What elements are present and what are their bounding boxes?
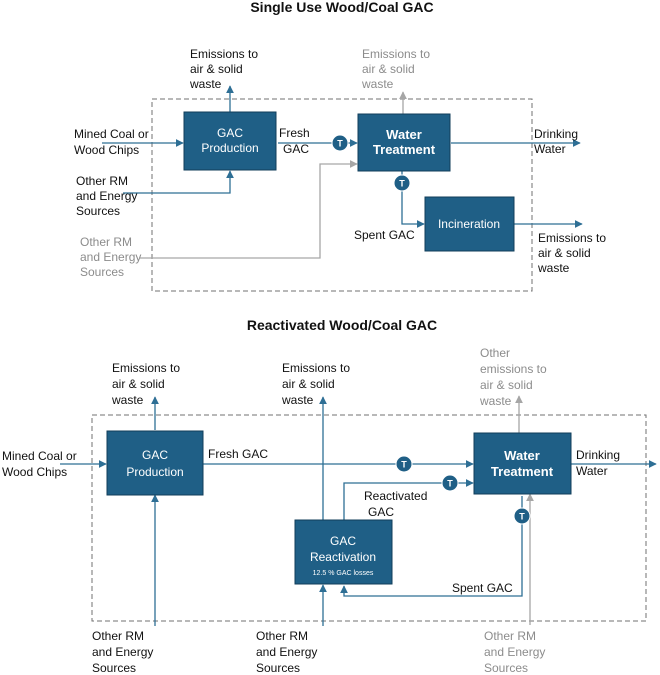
top-gac-production-label-1: GAC [217,126,243,140]
top-incineration-label: Incineration [438,217,500,231]
top-t-node-fresh-label: T [337,139,343,149]
bottom-other-rm-1-line1: Other RM [92,629,144,643]
bottom-drinking-water-2: Water [576,464,608,478]
bottom-reactivated-gac-flow [343,479,474,520]
bottom-other-emissions-3: air & solid [480,378,533,392]
bottom-other-rm-2-line3: Sources [256,661,300,675]
top-fresh-gac-1: Fresh [279,126,310,140]
bottom-t-node-reactivated [441,474,459,492]
bottom-gac-production-box [106,430,204,496]
bottom-gac-production-label-1: GAC [142,448,168,462]
bottom-emissions-production-1: Emissions to [112,361,180,375]
bottom-t-node-fresh [395,455,413,473]
bottom-water-treatment-label-1: Water [504,448,540,463]
top-other-rm-1: Other RM [76,174,128,188]
top-mined-coal-1: Mined Coal or [74,127,149,141]
bottom-spent-gac-flow [340,496,523,597]
bottom-mined-coal-2: Wood Chips [2,465,67,479]
top-gray-rm-1: Other RM [80,235,132,249]
top-system-boundary [151,98,533,292]
top-t-node-fresh [331,134,349,152]
bottom-gac-reactivation-box [294,519,393,585]
top-t-node-spent-label: T [399,179,405,189]
bottom-mined-coal-1: Mined Coal or [2,449,77,463]
bottom-fresh-gac: Fresh GAC [208,447,268,461]
top-rm-flow [123,170,234,194]
bottom-other-emissions-1: Other [480,346,510,360]
bottom-reactivation-losses: 12.5 % GAC losses [313,570,374,577]
bottom-t-node-fresh-label: T [401,460,407,470]
top-other-rm-3: Sources [76,204,120,218]
top-gac-production-box [183,111,277,171]
top-emissions-production-1: Emissions to [190,47,258,61]
top-gac-production-label-2: Production [201,141,258,155]
bottom-reactivated-gac-2: GAC [368,505,394,519]
top-spent-gac: Spent GAC [354,228,415,242]
bottom-system-boundary [91,414,647,622]
bottom-emissions-reactivation-2: air & solid [282,377,335,391]
top-emissions-incineration-2: air & solid [538,246,591,260]
top-gray-rm-flow [140,160,358,259]
top-emissions-incineration-3: waste [537,261,570,275]
top-emissions-production-2: air & solid [190,62,243,76]
top-other-rm-2: and Energy [76,189,137,203]
bottom-other-rm-1-line3: Sources [92,661,136,675]
bottom-other-rm-3-line3: Sources [484,661,528,675]
bottom-other-rm-3-line2: and Energy [484,645,545,659]
bottom-other-rm-2-line1: Other RM [256,629,308,643]
bottom-gac-reactivation-label-2: Reactivation [310,550,376,564]
top-water-treatment-box [357,113,451,172]
bottom-t-node-reactivated-label: T [447,479,453,489]
top-gray-rm-2: and Energy [80,250,141,264]
top-emissions-treatment-1: Emissions to [362,47,430,61]
bottom-emissions-production-2: air & solid [112,377,165,391]
top-emissions-treatment-3: waste [361,77,394,91]
bottom-other-emissions-2: emissions to [480,362,547,376]
top-water-treatment-label-2: Treatment [373,142,436,157]
bottom-other-rm-3-line1: Other RM [484,629,536,643]
bottom-other-rm-1-line2: and Energy [92,645,153,659]
bottom-water-treatment-label-2: Treatment [491,464,554,479]
bottom-spent-gac: Spent GAC [452,581,513,595]
bottom-other-rm-2-line2: and Energy [256,645,317,659]
bottom-reactivated-gac-1: Reactivated [364,489,427,503]
top-drinking-water-1: Drinking [534,127,578,141]
top-gray-rm-3: Sources [80,265,124,279]
bottom-gac-reactivation-label-1: GAC [330,534,356,548]
bottom-emissions-production-3: waste [111,393,144,407]
bottom-title: Reactivated Wood/Coal GAC [247,317,437,333]
top-emissions-incineration-1: Emissions to [538,231,606,245]
top-title: Single Use Wood/Coal GAC [250,0,433,15]
bottom-t-node-spent-label: T [519,512,525,522]
bottom-emissions-reactivation-3: waste [281,393,314,407]
top-mined-coal-2: Wood Chips [74,143,139,157]
top-incineration-box [424,196,515,252]
top-water-treatment-label-1: Water [386,127,422,142]
bottom-water-treatment-box [473,432,572,495]
top-emissions-production-3: waste [189,77,222,91]
bottom-gac-production-label-2: Production [126,465,183,479]
bottom-drinking-water-1: Drinking [576,448,620,462]
bottom-t-node-spent [513,507,531,525]
bottom-emissions-reactivation-1: Emissions to [282,361,350,375]
bottom-other-emissions-4: waste [479,394,512,408]
top-fresh-gac-2: GAC [283,142,309,156]
top-emissions-treatment-2: air & solid [362,62,415,76]
top-drinking-water-2: Water [534,142,566,156]
top-t-node-spent [393,174,411,192]
